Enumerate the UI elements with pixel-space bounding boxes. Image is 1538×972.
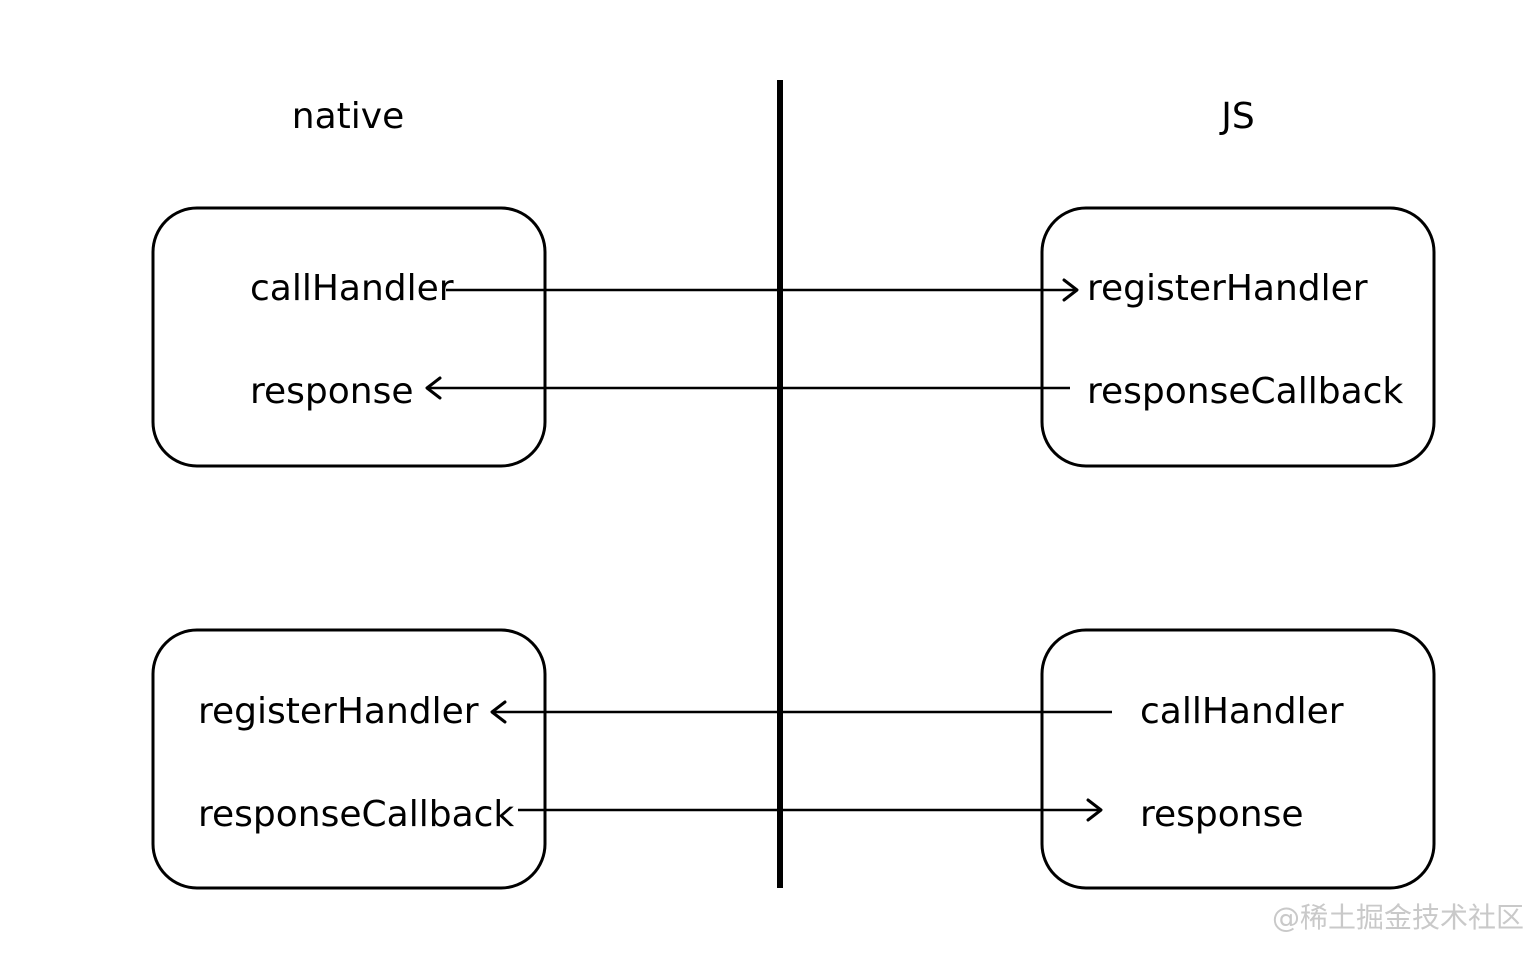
js-bottom-box <box>1040 628 1436 890</box>
native-bottom-responsecallback: responseCallback <box>198 794 514 835</box>
arrow-callhandler-to-registerhandler <box>446 278 1079 302</box>
arrow-responsecallback-to-response <box>425 376 1070 400</box>
js-top-box <box>1040 206 1436 468</box>
arrow-callhandler-to-registerhandler-bottom <box>490 700 1112 724</box>
arrow-responsecallback-to-response-bottom <box>518 798 1103 822</box>
native-header: native <box>292 96 404 137</box>
js-bottom-callhandler: callHandler <box>1140 691 1344 732</box>
native-bottom-box <box>151 628 547 890</box>
native-top-box <box>151 206 547 468</box>
js-bottom-response: response <box>1140 794 1304 835</box>
js-header: JS <box>1219 96 1254 137</box>
js-top-registerhandler: registerHandler <box>1087 268 1368 309</box>
js-top-responsecallback: responseCallback <box>1087 371 1403 412</box>
native-bottom-registerhandler: registerHandler <box>198 691 479 732</box>
native-top-response: response <box>250 371 414 412</box>
watermark: @稀土掘金技术社区 <box>1271 901 1524 934</box>
native-top-callhandler: callHandler <box>250 268 454 309</box>
